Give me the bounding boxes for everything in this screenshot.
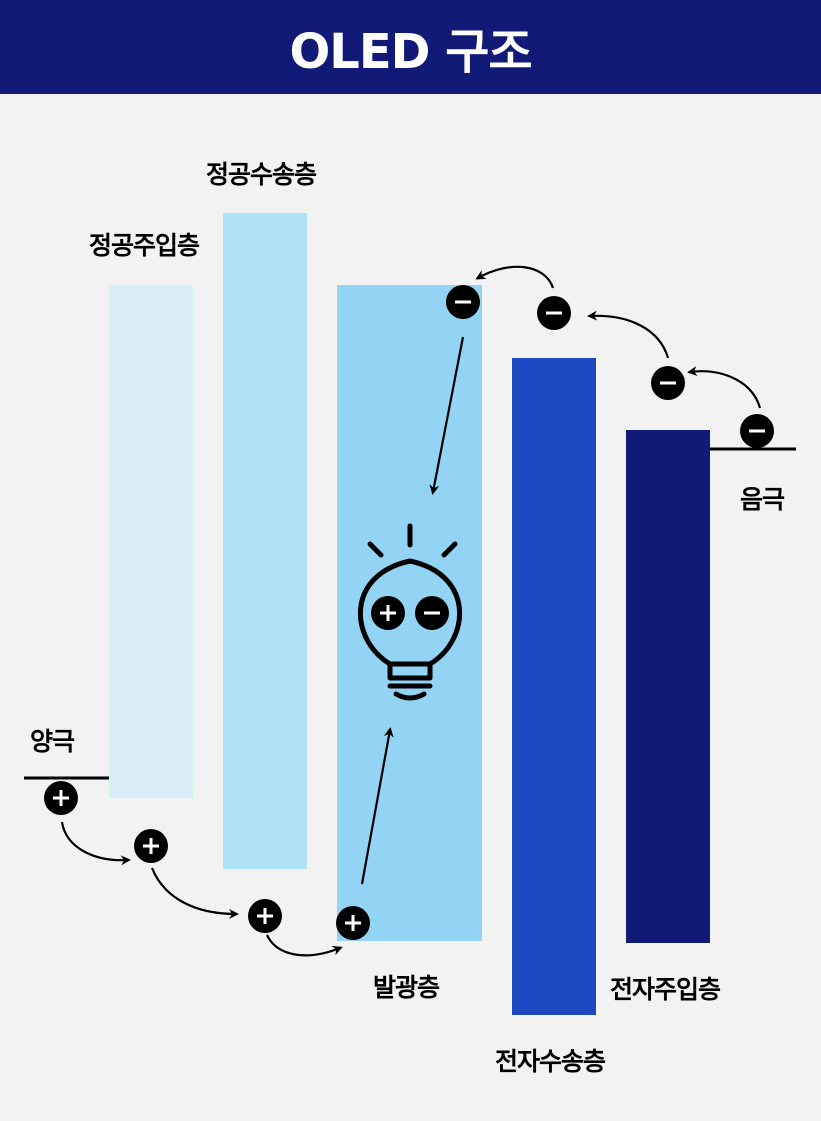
anode-label: 양극	[30, 727, 75, 756]
electron-path-arrows	[429, 265, 762, 495]
hole-injection-layer	[109, 285, 193, 798]
electron-particle	[537, 296, 571, 330]
header-bar: OLED 구조	[0, 0, 821, 94]
page-title: OLED 구조	[289, 24, 532, 80]
emission-layer-label: 발광층	[373, 973, 440, 1002]
electron-transport-layer-label: 전자수송층	[495, 1047, 606, 1076]
hole-injection-layer-label: 정공주입층	[89, 231, 200, 260]
light-bulb-icon	[358, 523, 462, 701]
hole-particle	[248, 899, 282, 933]
electron-injection-layer-label: 전자주입층	[610, 975, 721, 1004]
hole-path-arrows	[60, 727, 394, 957]
hole-transport-layer	[223, 213, 307, 869]
electron-particle	[651, 366, 685, 400]
plus-circle-icon	[371, 596, 405, 630]
cathode-label: 음극	[740, 485, 785, 514]
hole-particle	[44, 781, 78, 815]
hole-particle	[134, 829, 168, 863]
electron-injection-layer	[626, 430, 710, 943]
hole-transport-layer-label: 정공수송층	[206, 160, 317, 189]
hole-particle	[336, 906, 370, 940]
minus-circle-icon	[415, 596, 449, 630]
electron-particle	[740, 414, 774, 448]
electron-particle	[446, 285, 480, 319]
electron-transport-layer	[512, 358, 596, 1015]
